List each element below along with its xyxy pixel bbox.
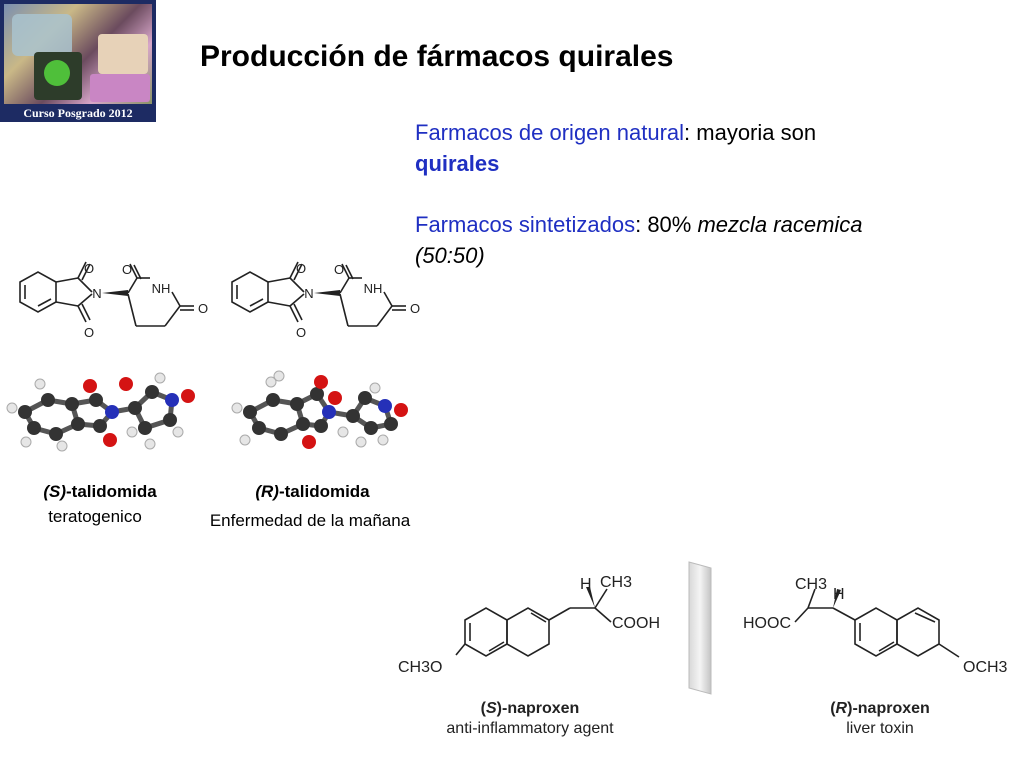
atom-label-hooc: HOOC: [743, 615, 791, 632]
bullet-emph: mezcla racemica (50:50): [415, 212, 863, 268]
s-thalidomide-ball-model: [6, 372, 195, 452]
bullet-lead: Farmacos de origen natural: [415, 120, 685, 145]
atom-label-cooh: COOH: [612, 615, 660, 632]
logo-tile: [12, 14, 72, 56]
atom-label-nh: NH: [152, 281, 171, 296]
s-thalidomide-note: teratogenico: [48, 507, 142, 526]
r-thalidomide-note: Enfermedad de la mañana: [209, 511, 411, 530]
atom-label-ch3: CH3: [600, 574, 632, 591]
s-naproxen-note: anti-inflammatory agent: [446, 720, 614, 737]
atom-label-h: H: [833, 586, 845, 603]
r-naproxen-structure: CH3 H HOOC OCH3: [743, 576, 1008, 676]
r-thalidomide-structure: N O O O NH O: [231, 261, 420, 340]
atom-label-o: O: [334, 262, 344, 277]
atom-label-o: O: [84, 261, 94, 276]
s-thalidomide-structure: N O O O NH O: [19, 261, 208, 340]
atom-label-o: O: [410, 301, 420, 316]
atom-label-nh: NH: [364, 281, 383, 296]
r-naproxen-note: liver toxin: [846, 720, 914, 737]
r-thalidomide-label: (R)-talidomida: [215, 482, 410, 502]
atom-label-o: O: [198, 301, 208, 316]
mirror-plane: [688, 561, 712, 695]
bullet-synthetic-drugs: Farmacos sintetizados: 80% mezcla racemi…: [415, 209, 885, 271]
atom-label-h: H: [580, 576, 592, 593]
atom-label-ch3o: CH3O: [398, 659, 442, 676]
atom-label-n: N: [304, 286, 313, 301]
course-logo: Curso Posgrado 2012: [0, 0, 156, 122]
stereo-prefix: R: [835, 700, 848, 717]
bullet-lead: Farmacos sintetizados: [415, 212, 636, 237]
atom-label-o: O: [122, 262, 132, 277]
logo-tile: [98, 34, 148, 74]
bullet-sep: : 80%: [635, 212, 698, 237]
atom-label-o: O: [296, 325, 306, 340]
atom-label-ch3: CH3: [795, 576, 827, 593]
atom-label-och3: OCH3: [963, 659, 1008, 676]
stereo-prefix: S: [485, 700, 497, 717]
stereo-prefix: (R): [255, 482, 279, 501]
bullet-natural-drugs: Farmacos de origen natural: mayoria son …: [415, 117, 885, 179]
s-naproxen-label: (S)-naproxen: [480, 700, 580, 717]
atom-label-o: O: [296, 261, 306, 276]
logo-collage-image: [4, 4, 152, 104]
s-thalidomide-label: (S)-talidomida: [20, 482, 180, 502]
compound-name: -talidomida: [278, 482, 370, 501]
compound-name: -naproxen: [501, 700, 580, 717]
logo-tile: [44, 60, 70, 86]
stereo-prefix: (S): [43, 482, 66, 501]
atom-label-o: O: [84, 325, 94, 340]
logo-caption: Curso Posgrado 2012: [23, 106, 133, 120]
compound-name: -naproxen: [852, 700, 930, 717]
bullet-sep: : mayoria son: [684, 120, 817, 145]
atom-label-n: N: [92, 286, 101, 301]
compound-name: -talidomida: [66, 482, 157, 501]
r-thalidomide-ball-model: [231, 370, 408, 449]
s-naproxen-structure: H CH3 COOH CH3O: [398, 574, 660, 676]
slide-title: Producción de fármacos quirales: [200, 40, 674, 73]
bullet-emph: quirales: [415, 151, 500, 176]
logo-tile: [90, 74, 150, 102]
r-naproxen-label: (R)-naproxen: [830, 700, 930, 717]
